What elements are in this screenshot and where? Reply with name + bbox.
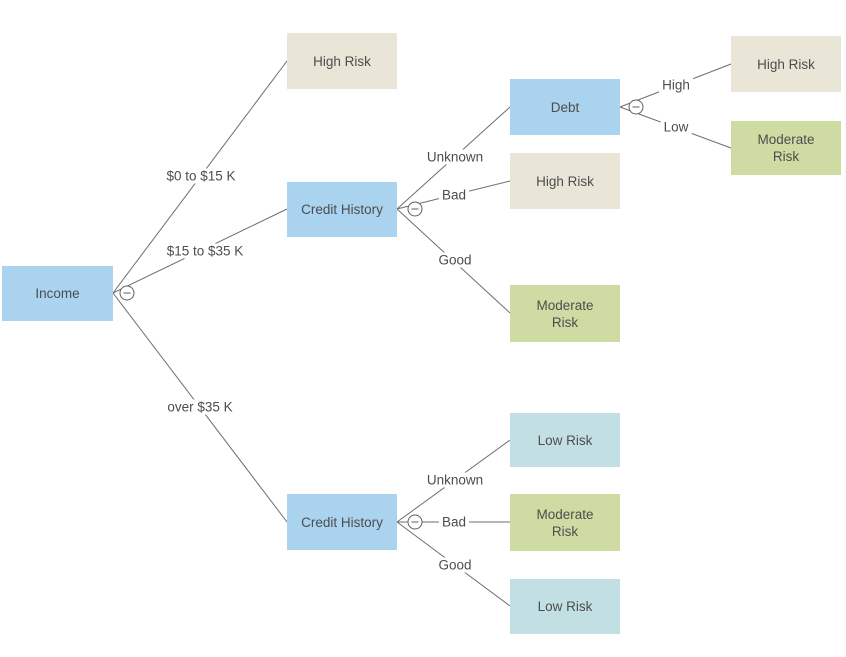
node-credit-history-1[interactable]: Credit History <box>287 182 397 237</box>
collapse-toggle-income[interactable] <box>119 285 135 301</box>
edge-label-debt-low: Low <box>660 119 692 135</box>
node-credit-history-2[interactable]: Credit History <box>287 494 397 550</box>
edge-label-income-over-35: over $35 K <box>164 399 236 415</box>
node-high-risk-2[interactable]: High Risk <box>510 153 620 209</box>
edge-label-ch2-bad: Bad <box>438 514 470 530</box>
edge-label-ch1-good: Good <box>435 252 475 268</box>
collapse-toggle-credit-history-2[interactable] <box>407 514 423 530</box>
node-debt[interactable]: Debt <box>510 79 620 135</box>
minus-icon <box>411 521 419 523</box>
edge-label-ch2-good: Good <box>435 557 475 573</box>
node-moderate-risk-3[interactable]: Moderate Risk <box>510 494 620 551</box>
edge-label-ch2-unknown: Unknown <box>423 472 487 488</box>
collapse-toggle-debt[interactable] <box>628 99 644 115</box>
minus-icon <box>123 292 131 294</box>
minus-icon <box>632 106 640 108</box>
node-low-risk-1[interactable]: Low Risk <box>510 413 620 467</box>
node-moderate-risk-1[interactable]: Moderate Risk <box>510 285 620 342</box>
node-moderate-risk-2[interactable]: Moderate Risk <box>731 121 841 175</box>
edge-label-income-15-35: $15 to $35 K <box>163 243 247 259</box>
node-high-risk-3[interactable]: High Risk <box>731 36 841 92</box>
node-income[interactable]: Income <box>2 266 113 321</box>
minus-icon <box>411 208 419 210</box>
collapse-toggle-credit-history-1[interactable] <box>407 201 423 217</box>
edge-label-ch1-unknown: Unknown <box>423 149 487 165</box>
node-low-risk-2[interactable]: Low Risk <box>510 579 620 634</box>
edge-label-income-0-15: $0 to $15 K <box>163 168 239 184</box>
edge-label-debt-high: High <box>659 77 693 93</box>
edge-label-ch1-bad: Bad <box>438 187 470 203</box>
node-high-risk-1[interactable]: High Risk <box>287 33 397 89</box>
